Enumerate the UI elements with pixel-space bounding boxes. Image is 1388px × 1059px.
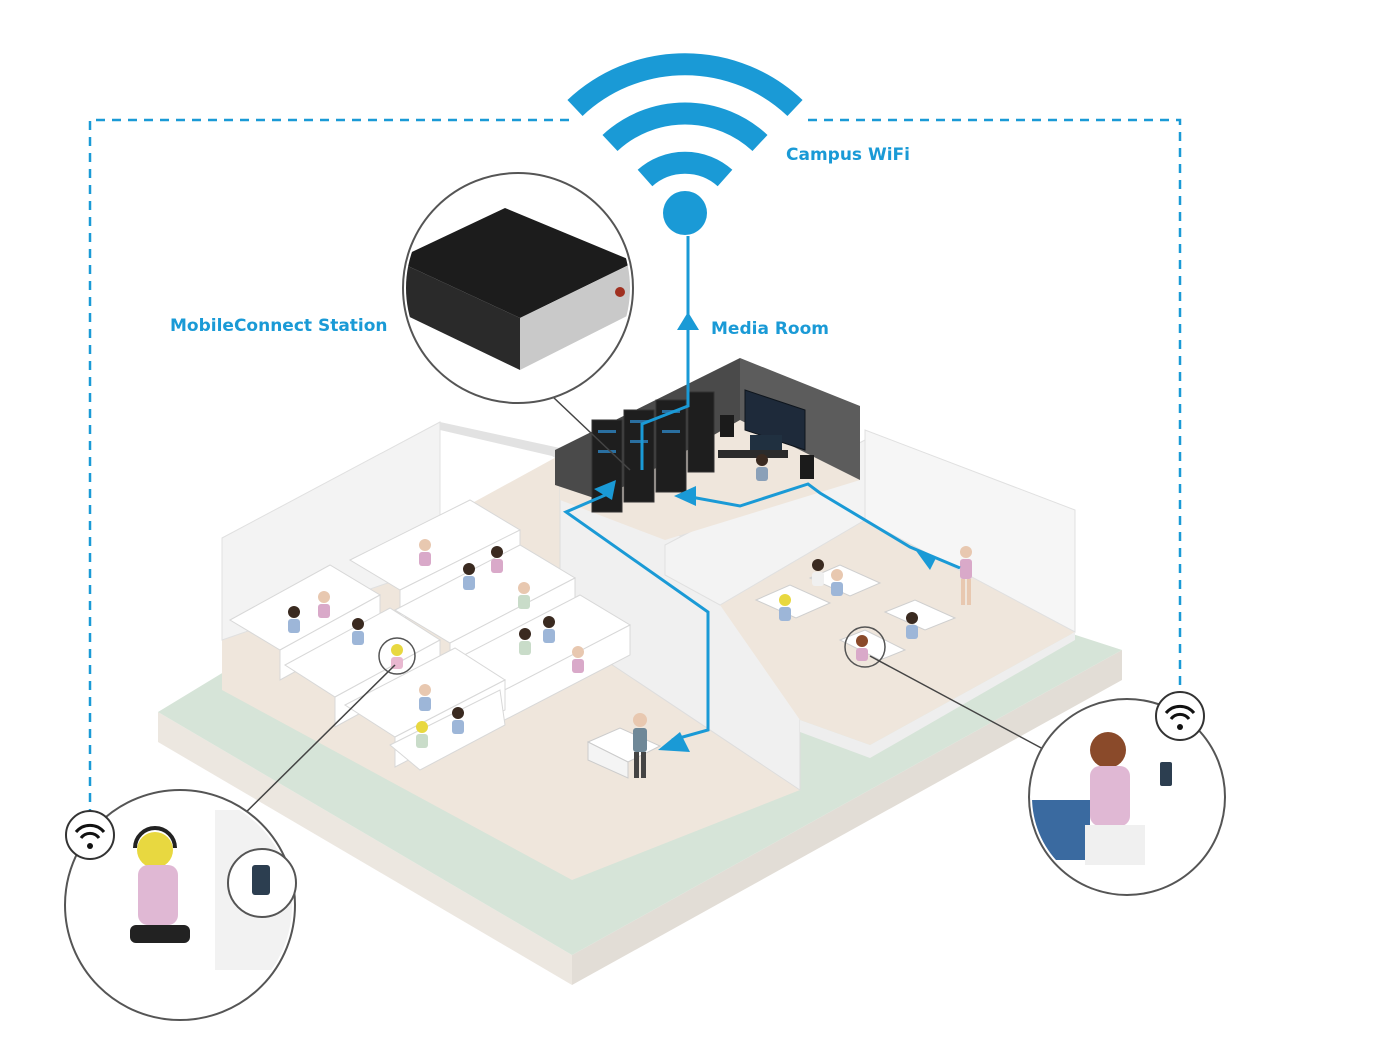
station-device-front [520, 262, 630, 370]
right-user-callout [869, 655, 1226, 896]
station-callout [402, 172, 634, 471]
wifi-dot [663, 191, 707, 235]
server-racks [591, 391, 715, 513]
wifi-badge-right [1155, 691, 1205, 741]
media-room [555, 358, 860, 540]
classroom-people [779, 546, 972, 639]
base-side-right [572, 650, 1122, 985]
highlight-circle-classroom [844, 626, 886, 668]
station-leader-line [552, 396, 631, 471]
phone-icon [1160, 762, 1172, 786]
dashed-wifi-link-right [808, 118, 1182, 698]
operator-desk [718, 450, 788, 458]
station-device-left [406, 260, 520, 370]
campus-wifi-icon [567, 53, 803, 187]
classroom [664, 429, 1076, 758]
wifi-icon [1164, 704, 1196, 720]
speaker [800, 455, 814, 479]
campus-wifi-label: Campus WiFi [786, 145, 910, 165]
station-device-top [406, 208, 630, 318]
arrow-icon [658, 732, 690, 752]
highlight-circle-lecture [378, 637, 416, 675]
wifi-badge-left [65, 810, 115, 860]
classroom-floor [720, 520, 1075, 745]
arrow-icon [594, 480, 616, 500]
lecture-hall [221, 421, 801, 880]
arrow-icon [674, 486, 696, 506]
left-user-callout [64, 664, 396, 1021]
students [288, 539, 647, 778]
signal-path-lecture [562, 491, 710, 742]
media-room-label: Media Room [711, 319, 829, 339]
user-head [137, 832, 173, 868]
arrow-icon [677, 312, 699, 330]
user-head [1090, 732, 1126, 768]
phone-icon [252, 865, 270, 895]
wifi-icon [74, 823, 106, 839]
arrow-icons [594, 312, 936, 752]
arrow-icon [914, 548, 936, 570]
desk-rows [228, 499, 632, 771]
dashed-wifi-link [88, 118, 570, 818]
tables [754, 564, 957, 661]
station-power-led [615, 287, 625, 297]
base-side-left [158, 712, 572, 985]
mobileconnect-station-label: MobileConnect Station [170, 316, 388, 336]
lectern-front [587, 741, 629, 779]
